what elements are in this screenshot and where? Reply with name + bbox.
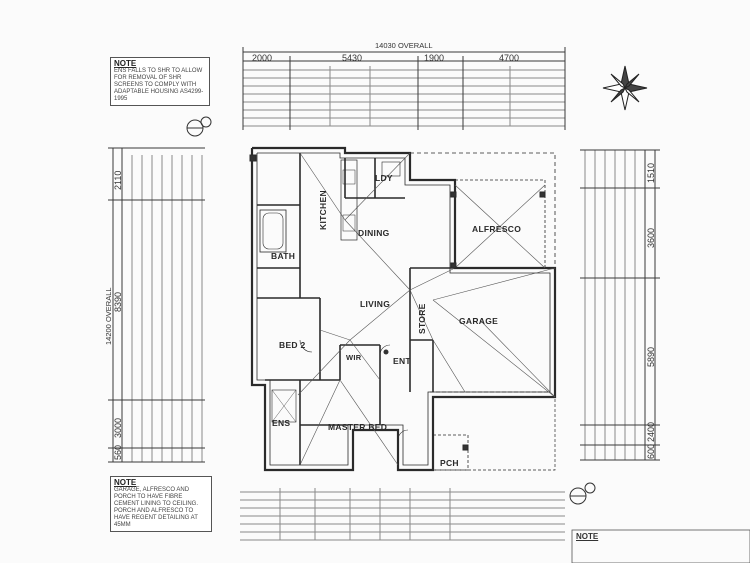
room-ldy: LDY [375, 173, 393, 183]
room-living: LIVING [360, 299, 391, 309]
note-bottom-text: GARAGE, ALFRESCO AND PORCH TO HAVE FIBRE… [114, 487, 199, 528]
note-top-text: ENS FALLS TO SHR TO ALLOW FOR REMOVAL OF… [114, 68, 204, 102]
right-dimension-4: 2400 [646, 421, 656, 442]
room-garage: GARAGE [459, 316, 499, 326]
left-overall-dimension: 14200 OVERALL [104, 287, 113, 345]
note-bottom: NOTE GARAGE, ALFRESCO AND PORCH TO HAVE … [110, 476, 212, 532]
room-kitchen: KITCHEN [318, 190, 328, 230]
right-dimension-5: 600 [646, 443, 656, 459]
right-dimension-2: 3600 [646, 227, 656, 248]
room-dining: DINING [358, 228, 390, 238]
top-dimension-1: 2000 [252, 53, 273, 63]
bottom-dimension-lines [240, 488, 565, 541]
top-dimension-4: 4700 [499, 53, 520, 63]
top-dimension-lines [242, 47, 566, 130]
left-dimension-lines [108, 147, 205, 463]
left-dimension-3: 3000 [113, 417, 123, 438]
right-dimension-lines [580, 149, 660, 461]
north-arrow-icon [602, 65, 648, 111]
right-dimension-3: 5890 [646, 346, 656, 367]
room-bed2: BED 2 [279, 340, 306, 350]
room-wir: WIR [346, 353, 362, 362]
room-store: STORE [417, 303, 427, 334]
room-ens: ENS [272, 418, 291, 428]
top-overall-dimension: 14030 OVERALL [375, 41, 433, 50]
left-dimension-4: 560 [113, 444, 123, 460]
note-top-heading: NOTE [114, 59, 137, 68]
top-dimension-3: 1900 [424, 53, 445, 63]
note-bottom-heading: NOTE [114, 478, 137, 487]
room-ent: ENT [393, 356, 411, 366]
room-master-bed: MASTER BED [328, 422, 388, 432]
note-corner-heading: NOTE [576, 532, 599, 541]
right-dimension-1: 1510 [646, 162, 656, 183]
room-alfresco: ALFRESCO [472, 224, 522, 234]
section-marker-icon [186, 116, 596, 505]
left-dimension-1: 2110 [113, 170, 123, 190]
room-bath: BATH [271, 251, 296, 261]
room-pch: PCH [440, 458, 459, 468]
top-dimension-2: 5430 [342, 53, 363, 63]
left-dimension-2: 8390 [113, 291, 123, 312]
house-walls [249, 146, 557, 472]
note-top: NOTE ENS FALLS TO SHR TO ALLOW FOR REMOV… [110, 57, 210, 106]
